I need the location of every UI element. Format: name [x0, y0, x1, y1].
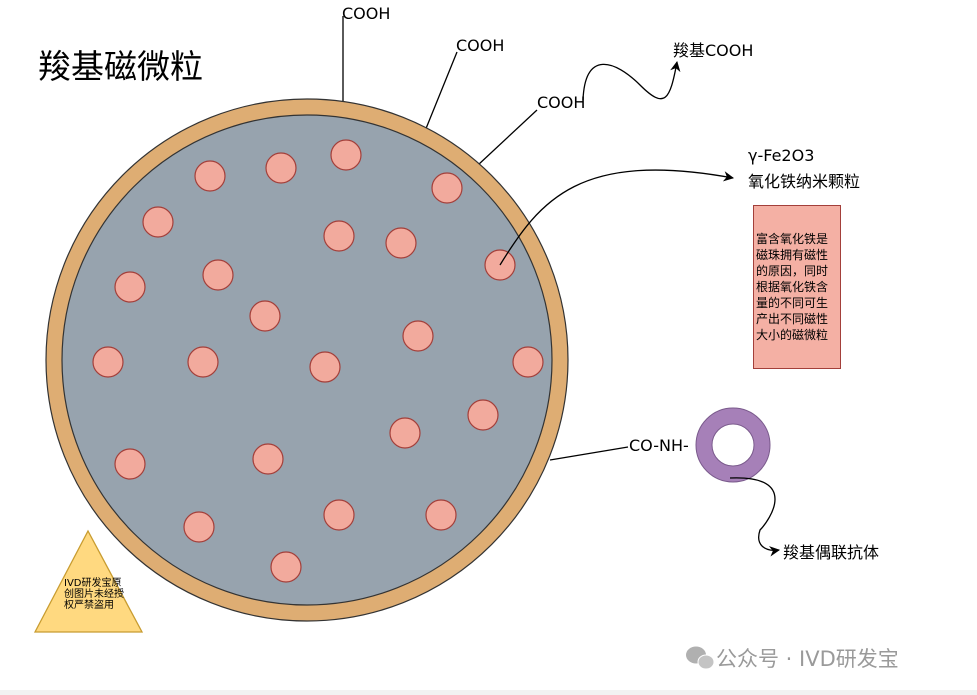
carboxyl-label: 羧基COOH: [673, 41, 754, 60]
iron-oxide-particle: [202, 259, 234, 291]
antibody-label: 羧基偶联抗体: [783, 543, 880, 562]
iron-oxide-particle: [249, 300, 281, 332]
iron-oxide-particle: [512, 346, 544, 378]
iron-oxide-particle: [252, 443, 284, 475]
cooh-label-1: COOH: [342, 4, 391, 23]
iron-oxide-particle: [385, 227, 417, 259]
iron-oxide-particle: [194, 160, 226, 192]
fe2o3-formula-label: γ-Fe2O3: [748, 146, 815, 165]
iron-oxide-particle: [323, 499, 355, 531]
watermark-text: 公众号 · IVD研发宝: [716, 647, 899, 671]
iron-oxide-particle: [187, 346, 219, 378]
antibody-pointer-arrow: [729, 477, 781, 557]
bottom-bar: [0, 690, 977, 695]
iron-oxide-particle: [323, 220, 355, 252]
iron-oxide-note-box: 富含氧化铁是磁珠拥有磁性的原因，同时根据氧化铁含量的不同可生产出不同磁性大小的磁…: [753, 205, 841, 369]
fe2o3-pointer-arrow: [499, 169, 735, 266]
copyright-note: IVD研发宝原创图片未经授权严禁盗用: [64, 578, 124, 611]
fe2o3-name-label: 氧化铁纳米颗粒: [748, 172, 861, 191]
iron-oxide-particle: [431, 172, 463, 204]
iron-oxide-particle: [389, 417, 421, 449]
iron-oxide-particles: [92, 139, 544, 583]
amide-label: CO-NH-: [629, 436, 689, 455]
iron-oxide-particle: [114, 448, 146, 480]
iron-oxide-particle: [265, 152, 297, 184]
cooh-label-3: COOH: [537, 93, 586, 112]
iron-oxide-particle: [114, 271, 146, 303]
iron-oxide-particle: [92, 346, 124, 378]
cooh-bond-3: [477, 109, 538, 166]
iron-oxide-particle: [425, 499, 457, 531]
bead-core: [61, 114, 553, 606]
wechat-icon: [686, 646, 715, 670]
iron-oxide-particle: [142, 206, 174, 238]
iron-oxide-note-text: 富含氧化铁是磁珠拥有磁性的原因，同时根据氧化铁含量的不同可生产出不同磁性大小的磁…: [756, 232, 829, 342]
watermark: 公众号 · IVD研发宝: [716, 643, 899, 673]
iron-oxide-particle: [309, 351, 341, 383]
cooh-bond-2: [424, 51, 458, 132]
iron-oxide-particle: [270, 551, 302, 583]
amide-bond-line: [549, 446, 629, 461]
iron-oxide-particle: [330, 139, 362, 171]
cooh-label-2: COOH: [456, 36, 505, 55]
iron-oxide-particle: [183, 511, 215, 543]
cooh-pointer-arrow: [582, 60, 681, 101]
antibody-shape: [696, 408, 770, 482]
iron-oxide-particle: [467, 399, 499, 431]
iron-oxide-particle: [402, 320, 434, 352]
copyright-triangle: [33, 529, 144, 633]
page-title: 羧基磁微粒: [38, 47, 203, 86]
